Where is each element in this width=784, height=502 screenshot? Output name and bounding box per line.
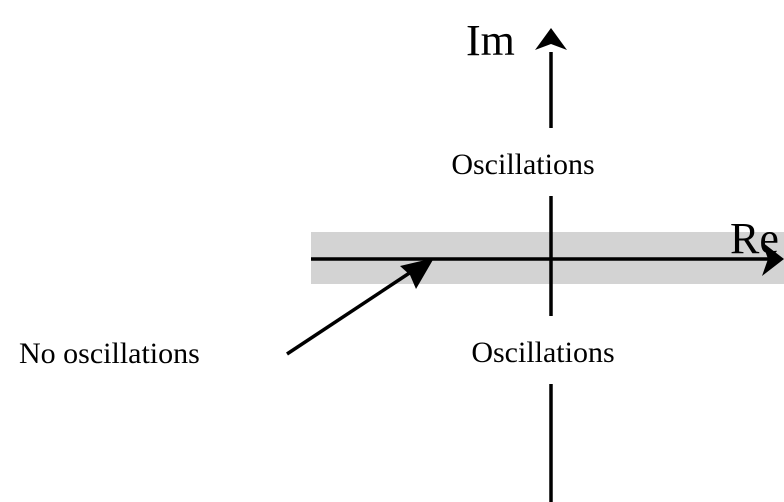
pointer-arrowhead [400, 258, 434, 289]
real-axis-arrowhead [762, 242, 784, 276]
pointer-arrow-line [286, 268, 415, 356]
band-label: No oscillations [19, 337, 200, 370]
imaginary-axis-label: Im [466, 16, 515, 65]
upper-region-label: Oscillations [451, 148, 594, 181]
real-axis-label: Re [730, 214, 779, 263]
lower-region-label: Oscillations [471, 336, 614, 369]
imaginary-axis-arrowhead [535, 28, 567, 50]
